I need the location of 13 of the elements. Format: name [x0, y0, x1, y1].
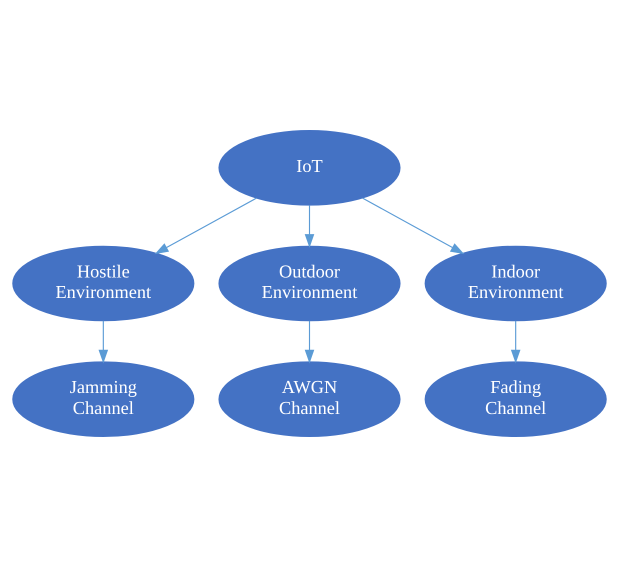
- arrow: [304, 320, 314, 364]
- node-ellipse: Jamming Channel: [12, 361, 194, 437]
- arrow: [510, 320, 520, 364]
- node-ellipse: Hostile Environment: [12, 246, 194, 322]
- arrow: [304, 205, 314, 248]
- node-ellipse: AWGN Channel: [218, 361, 401, 437]
- arrow: [98, 320, 108, 364]
- arrow: [154, 198, 257, 254]
- node-ellipse: Outdoor Environment: [218, 246, 401, 322]
- node-ellipse: IoT: [218, 130, 401, 206]
- arrow: [362, 198, 464, 254]
- node-ellipse: Indoor Environment: [424, 246, 607, 322]
- node-ellipse: Fading Channel: [424, 361, 607, 437]
